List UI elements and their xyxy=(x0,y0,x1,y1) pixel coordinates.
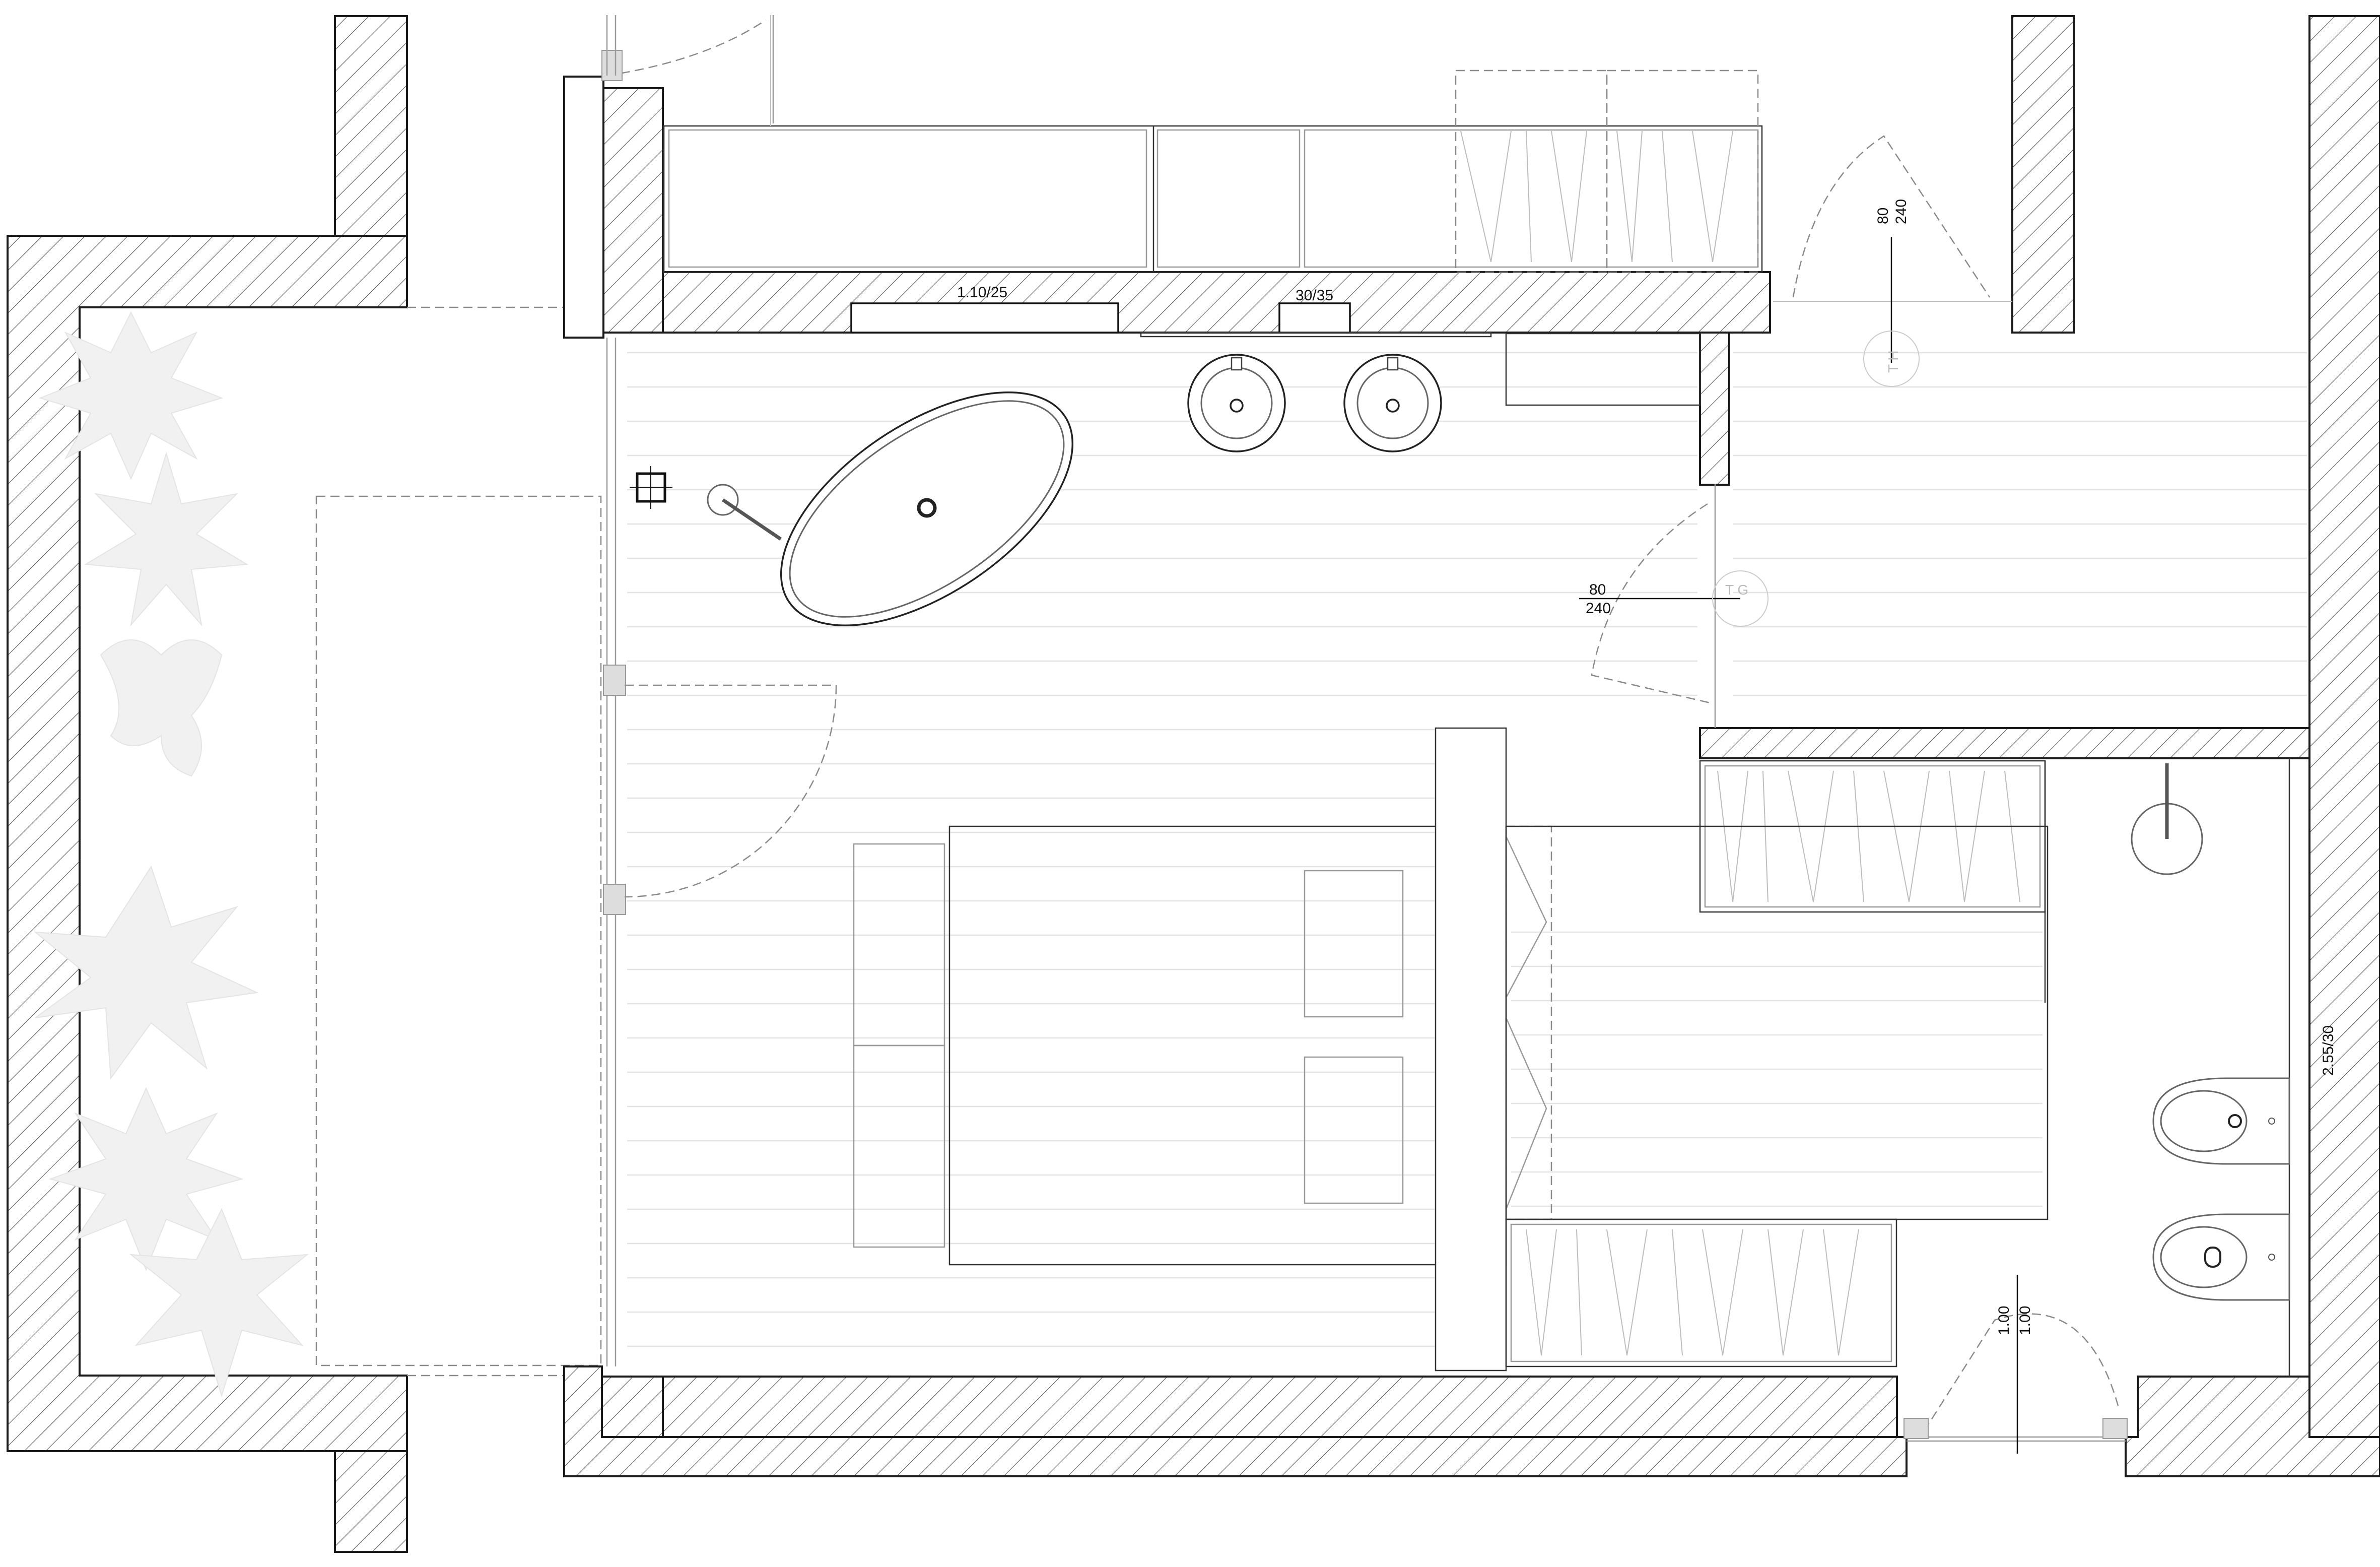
cabinet-door xyxy=(1157,129,1301,268)
terrace-awning-outline xyxy=(315,495,602,1366)
glazing xyxy=(601,15,837,1366)
bench xyxy=(853,1044,945,1248)
headboard-wall xyxy=(1435,727,1507,1372)
terrace-wall-bottom xyxy=(334,1450,408,1553)
bench xyxy=(853,843,945,1047)
wall-top-right xyxy=(2011,15,2075,334)
toilet xyxy=(2152,1213,2290,1301)
door-th: T H 80 240 xyxy=(1773,135,2012,387)
flower-decoration xyxy=(38,311,224,480)
door-mid-height: 240 xyxy=(1586,600,1611,617)
terrace-wall xyxy=(7,235,408,1452)
wall-bottom-left-jamb xyxy=(601,1376,664,1438)
flower-decoration xyxy=(48,1087,244,1271)
wall-partition-stub xyxy=(1699,332,1730,486)
niche-small-label: 30/35 xyxy=(1296,287,1333,304)
walls xyxy=(563,15,2380,1477)
sink-right xyxy=(1343,354,1442,452)
wall-bottom-right xyxy=(2125,1376,2380,1477)
planter-flowers xyxy=(33,311,309,1398)
window-mullion xyxy=(603,665,626,696)
terrace-wall-top xyxy=(334,15,408,237)
cabinet-hangers xyxy=(1460,130,1733,263)
bathtub xyxy=(630,391,1074,626)
vanity-countertop xyxy=(1140,332,1492,338)
shower-niche xyxy=(1505,333,1701,406)
cabinet-top xyxy=(663,125,1763,273)
tag-tg xyxy=(1712,570,1769,627)
flower-decoration xyxy=(33,865,259,1080)
cabinet-door xyxy=(668,129,1147,268)
wc-room: 2.55/30 xyxy=(2131,758,2337,1377)
tag-th-text: T H xyxy=(1885,350,1901,373)
walk-in-floor-outline xyxy=(1505,825,2049,1220)
wardrobe-upper xyxy=(1699,760,2046,913)
bed xyxy=(853,727,1552,1372)
flower-decoration xyxy=(84,451,249,627)
window-frame-left xyxy=(563,76,604,339)
door-bottom-b: 1.00 xyxy=(2017,1306,2033,1335)
door-top-height: 240 xyxy=(1893,199,1910,224)
wall-partition-horizontal xyxy=(1699,727,2310,759)
cabinet-open-outline xyxy=(1455,70,1608,273)
door-tg: T G 80 240 xyxy=(1579,484,1769,728)
door-swing-th xyxy=(1792,135,1991,298)
door-bottom-a: 1.00 xyxy=(1996,1306,2012,1335)
wardrobes xyxy=(1505,760,2049,1367)
wall-right xyxy=(2308,15,2380,1438)
door-mid-width: 80 xyxy=(1589,581,1606,598)
top-cabinets: 1.10/25 30/35 xyxy=(663,15,1763,334)
window-mullion xyxy=(603,884,626,915)
door-swing-bottom xyxy=(1923,1313,2119,1431)
niche-small xyxy=(1278,302,1351,334)
tub-filler-spout xyxy=(722,498,782,541)
door-bottom: 1.00 1.00 xyxy=(1903,1275,2128,1454)
wardrobe-door-swing xyxy=(1505,836,1547,1210)
bed-frame xyxy=(948,825,1507,1266)
cabinet-door xyxy=(1304,129,1759,268)
flower-decoration xyxy=(100,639,223,777)
door-swing-tg xyxy=(1591,503,1711,704)
niche-wide xyxy=(850,302,1119,334)
cabinet-open-outline xyxy=(1606,70,1759,273)
tag-th xyxy=(1863,331,1920,387)
wall-top-left-jamb xyxy=(602,87,664,334)
wash-basin-wc xyxy=(2131,763,2203,875)
door-top-width: 80 xyxy=(1875,208,1891,224)
door-swing-top-left xyxy=(606,19,766,77)
pillow xyxy=(1304,1056,1404,1204)
tag-tg-text: T G xyxy=(1725,582,1748,598)
door-swing-balcony xyxy=(624,684,837,898)
wall-bottom-inner xyxy=(662,1376,1898,1438)
flower-decoration xyxy=(129,1208,309,1398)
wall-dim-label: 2.55/30 xyxy=(2320,1025,2337,1076)
wall-top-vanity xyxy=(662,271,1771,334)
terrace xyxy=(7,15,602,1553)
sink-left xyxy=(1187,354,1286,452)
window-mullion xyxy=(601,50,623,81)
bidet xyxy=(2152,1077,2290,1165)
pillow xyxy=(1304,870,1404,1018)
wardrobe-lower xyxy=(1505,1218,1897,1367)
niche-wide-label: 1.10/25 xyxy=(957,284,1007,301)
